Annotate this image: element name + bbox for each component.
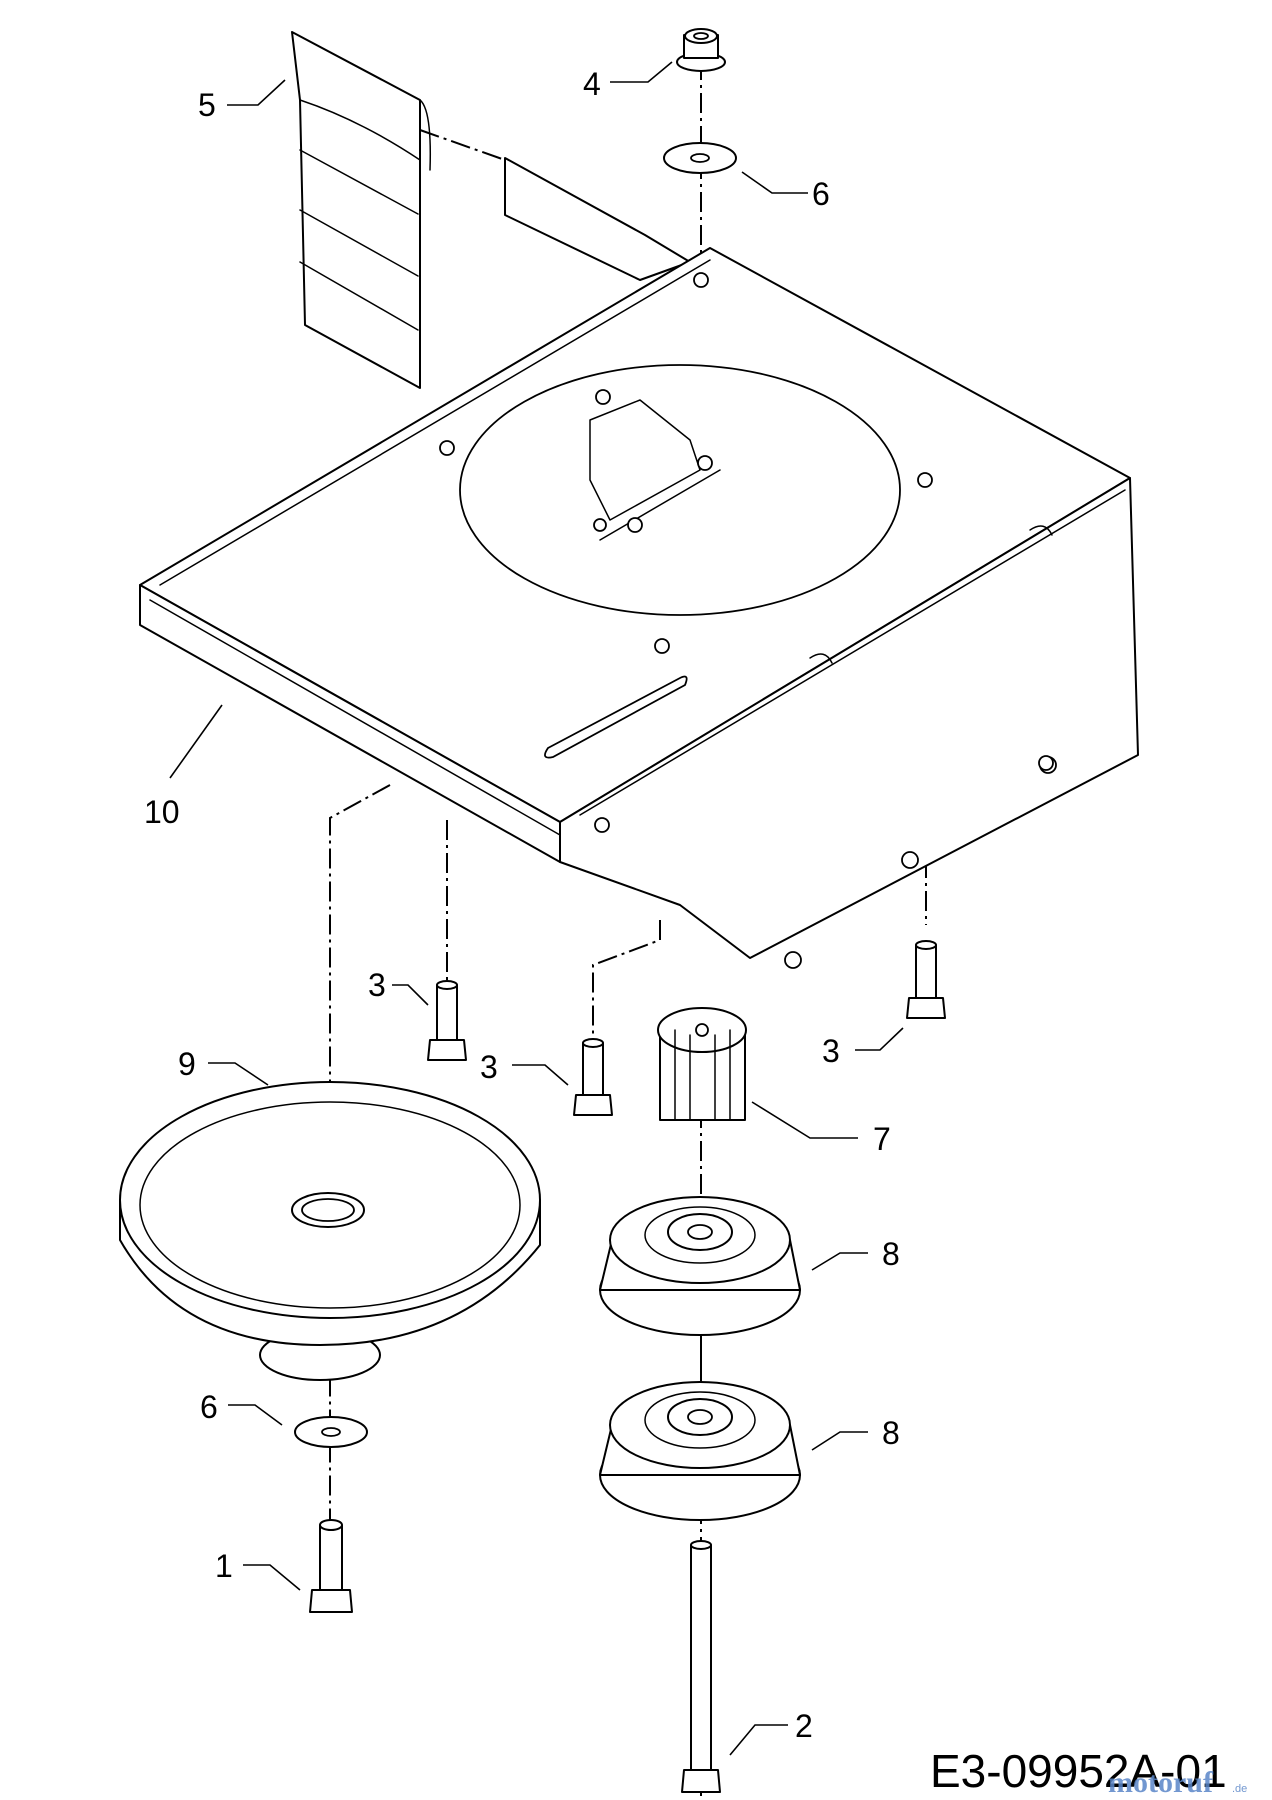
part-6-washer-top bbox=[663, 142, 737, 174]
part-3-bolt-center bbox=[573, 1038, 613, 1116]
part-10-deck-housing bbox=[139, 157, 1139, 969]
callout-2: 2 bbox=[795, 1708, 813, 1744]
part-2-long-bolt bbox=[681, 1540, 721, 1793]
part-7-gear bbox=[657, 1007, 747, 1121]
callout-1: 1 bbox=[215, 1548, 233, 1584]
watermark: motoruf bbox=[1108, 1766, 1214, 1799]
callout-10: 10 bbox=[144, 794, 180, 830]
callout-4: 4 bbox=[583, 66, 601, 102]
part-4-flange-nut bbox=[676, 28, 726, 72]
part-8-pulley-lower bbox=[599, 1381, 801, 1521]
callout-8-upper: 8 bbox=[882, 1236, 900, 1272]
part-5-plate bbox=[291, 31, 432, 389]
callout-3-right: 3 bbox=[822, 1033, 840, 1069]
callout-3-center: 3 bbox=[480, 1049, 498, 1085]
callout-5: 5 bbox=[198, 87, 216, 123]
part-3-bolt-left bbox=[427, 980, 467, 1061]
callout-labels: 5 4 6 10 3 3 3 9 7 8 8 6 1 2 bbox=[144, 66, 900, 1744]
drawing-code: E3-09952A-01 bbox=[930, 1745, 1227, 1797]
part-3-bolt-right bbox=[906, 940, 946, 1019]
callout-8-lower: 8 bbox=[882, 1415, 900, 1451]
callout-9: 9 bbox=[178, 1046, 196, 1082]
callout-7: 7 bbox=[873, 1121, 891, 1157]
part-6-washer-bottom bbox=[294, 1416, 368, 1448]
part-9-large-pulley bbox=[119, 1081, 541, 1381]
watermark-suffix: .de bbox=[1232, 1783, 1247, 1795]
callout-3-left: 3 bbox=[368, 967, 386, 1003]
callout-leaders bbox=[169, 61, 904, 1756]
part-8-pulley-upper bbox=[599, 1196, 801, 1336]
callout-6-bottom: 6 bbox=[200, 1389, 218, 1425]
callout-6-top: 6 bbox=[812, 176, 830, 212]
part-1-bolt bbox=[309, 1519, 353, 1613]
